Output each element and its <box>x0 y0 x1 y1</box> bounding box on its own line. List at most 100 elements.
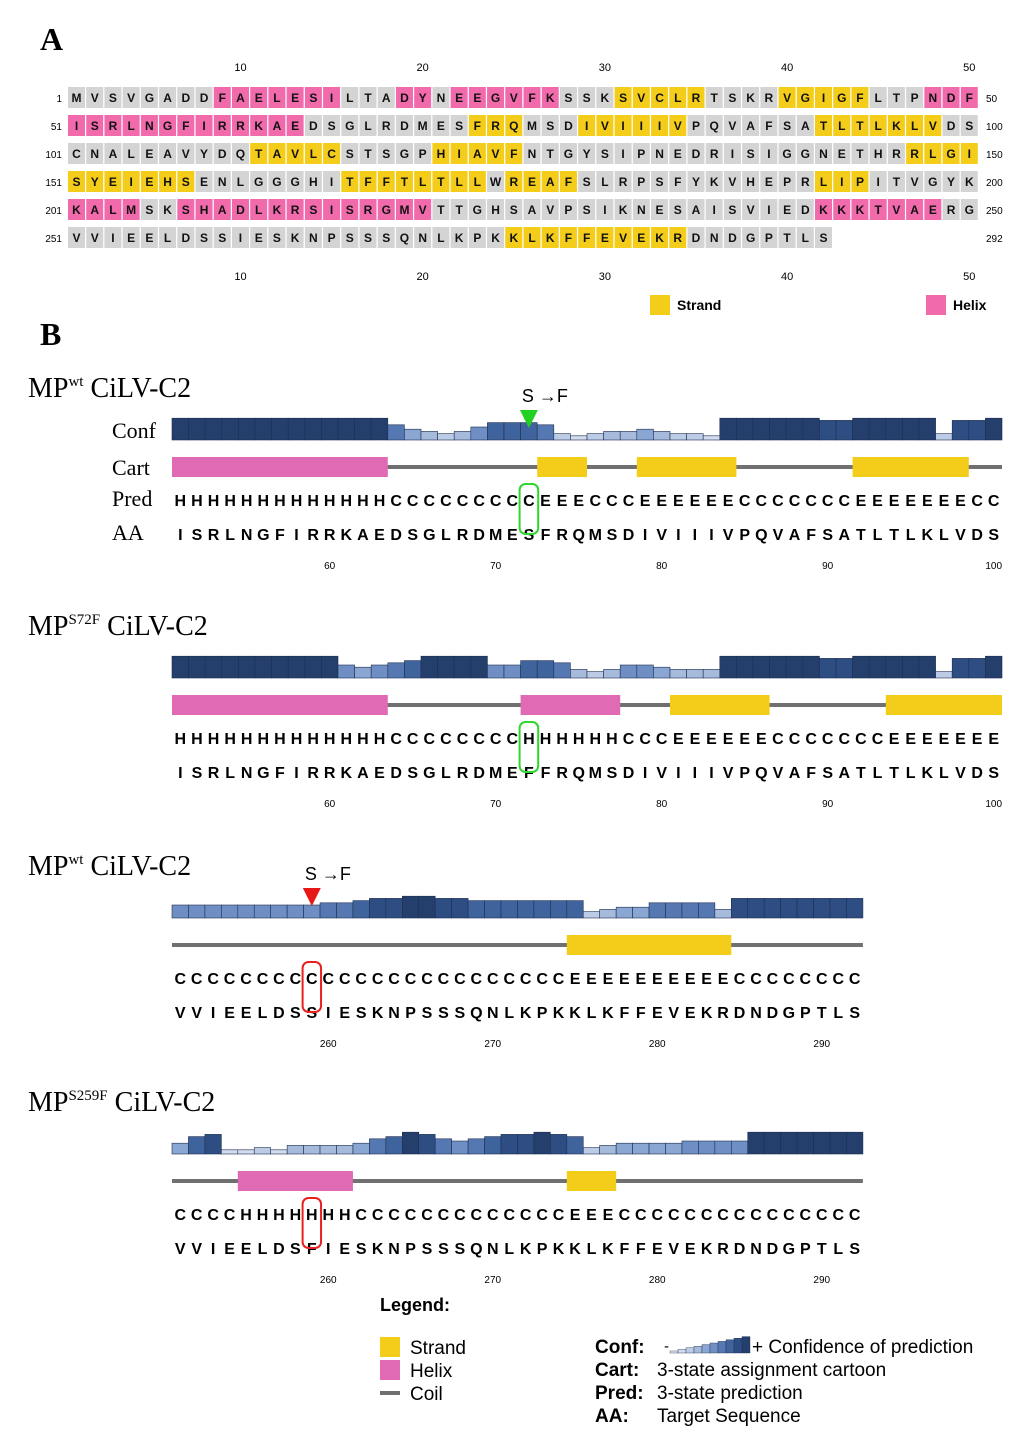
residue-cell <box>177 87 195 108</box>
residue-cell <box>796 171 814 192</box>
position-tick-label: 260 <box>320 1039 337 1050</box>
residue-letter: C <box>72 147 81 161</box>
confidence-bar <box>736 417 754 441</box>
pred-letter: H <box>307 493 319 510</box>
confidence-bar <box>304 417 322 441</box>
position-tick-label: 270 <box>484 1039 501 1050</box>
residue-cell <box>723 227 741 248</box>
top-tick-label: 40 <box>781 62 793 74</box>
pred-letter: E <box>656 493 667 510</box>
confidence-bar <box>336 902 354 919</box>
residue-letter: F <box>364 175 371 189</box>
residue-letter: P <box>692 119 700 133</box>
aa-letter: I <box>693 765 697 782</box>
residue-letter: T <box>875 203 883 217</box>
residue-cell <box>213 171 231 192</box>
residue-letter: R <box>491 119 500 133</box>
mutation-highlight-box <box>301 1197 323 1249</box>
pred-letter: E <box>619 971 630 988</box>
residue-cell <box>541 227 559 248</box>
pred-letter: C <box>789 731 801 748</box>
confidence-bar <box>271 655 289 679</box>
residue-cell <box>159 171 177 192</box>
legend-title: Legend: <box>380 1295 450 1315</box>
residue-letter: L <box>820 175 827 189</box>
aa-letter: K <box>341 765 353 782</box>
confidence-bar <box>829 1131 847 1155</box>
residue-letter: R <box>619 175 628 189</box>
pred-letter: H <box>339 1207 351 1224</box>
residue-letter: S <box>182 203 190 217</box>
pred-letter: C <box>684 1207 696 1224</box>
pred-letter: C <box>507 731 519 748</box>
pred-letter: C <box>355 1207 367 1224</box>
residue-cell <box>687 199 705 220</box>
residue-letter: I <box>640 119 643 133</box>
aa-letter: E <box>685 1241 696 1258</box>
residue-letter: L <box>528 231 535 245</box>
confidence-bar <box>968 420 986 441</box>
aa-letter: K <box>372 1005 384 1022</box>
pred-letter: C <box>405 1207 417 1224</box>
pred-letter: C <box>767 971 779 988</box>
confidence-bar <box>686 669 704 679</box>
aa-letter: P <box>405 1005 416 1022</box>
position-tick-label: 80 <box>656 561 668 572</box>
residue-letter: E <box>200 175 208 189</box>
residue-letter: G <box>382 203 391 217</box>
confidence-bar <box>404 660 422 679</box>
residue-letter: K <box>655 231 664 245</box>
residue-letter: I <box>129 175 132 189</box>
confidence-bar <box>533 1131 551 1155</box>
pred-letter: H <box>240 1207 252 1224</box>
pred-letter: C <box>816 971 828 988</box>
residue-cell <box>578 227 596 248</box>
confidence-bar <box>780 898 798 919</box>
residue-letter: T <box>820 119 828 133</box>
confidence-bar <box>730 1140 749 1155</box>
residue-letter: M <box>399 203 409 217</box>
residue-letter: D <box>218 147 227 161</box>
aa-letter: G <box>423 527 435 544</box>
confidence-bar <box>852 417 870 441</box>
residue-cell <box>450 143 468 164</box>
aa-letter: N <box>241 765 253 782</box>
residue-letter: P <box>637 175 645 189</box>
residue-cell <box>231 143 249 164</box>
residue-letter: R <box>218 119 227 133</box>
residue-cell <box>942 115 960 136</box>
confidence-bar <box>437 433 455 441</box>
residue-cell <box>450 199 468 220</box>
residue-cell <box>796 87 814 108</box>
residue-cell <box>86 171 104 192</box>
residue-letter: D <box>947 91 956 105</box>
confidence-scale-bar <box>693 1345 703 1354</box>
aa-letter: I <box>676 765 680 782</box>
residue-letter: K <box>455 231 464 245</box>
residue-cell <box>250 115 268 136</box>
aa-letter: R <box>307 527 319 544</box>
residue-letter: S <box>747 147 755 161</box>
confidence-bar <box>586 433 604 441</box>
residue-cell <box>250 143 268 164</box>
residue-letter: L <box>601 175 608 189</box>
residue-letter: G <box>801 91 810 105</box>
residue-cell <box>906 199 924 220</box>
aa-letter: Q <box>572 765 584 782</box>
pred-letter: H <box>357 731 369 748</box>
residue-letter: E <box>255 231 263 245</box>
residue-letter: R <box>710 147 719 161</box>
aa-letter: K <box>520 1005 532 1022</box>
residue-cell <box>213 143 231 164</box>
residue-cell <box>851 87 869 108</box>
confidence-bar <box>420 431 438 441</box>
residue-cell <box>323 227 341 248</box>
residue-letter: L <box>911 119 918 133</box>
residue-cell <box>86 87 104 108</box>
strand-segment <box>537 457 587 477</box>
pred-letter: C <box>520 1207 532 1224</box>
residue-letter: K <box>965 175 974 189</box>
residue-cell <box>195 115 213 136</box>
residue-cell <box>286 227 304 248</box>
pred-letter: C <box>619 1207 631 1224</box>
